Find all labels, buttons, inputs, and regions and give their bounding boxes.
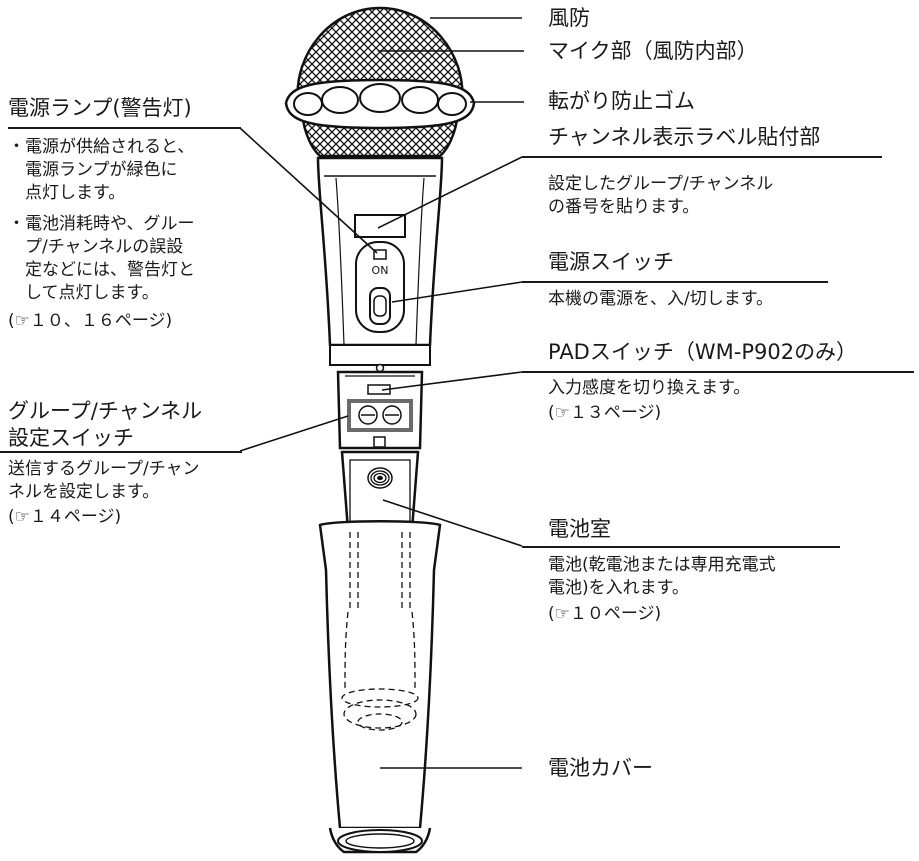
rule-power-switch bbox=[522, 281, 828, 283]
battery-spring bbox=[367, 467, 393, 489]
battery-compartment bbox=[340, 450, 420, 532]
leader-lines bbox=[239, 17, 524, 769]
desc-power-lamp-1: ・電源が供給されると、 電源ランプが緑色に 点灯します。 bbox=[8, 137, 195, 203]
battery-cover-hidden-lines bbox=[341, 532, 419, 731]
desc-power-lamp-2: ・電池消耗時や、グルー プ/チャンネルの誤設 定などには、警告灯と して点灯しま… bbox=[8, 214, 195, 303]
label-battery-cover: 電池カバー bbox=[548, 756, 653, 780]
ref-power-lamp: (☞１０、１６ページ) bbox=[8, 311, 173, 331]
windscreen-mesh bbox=[296, 6, 464, 102]
desc-battery-compartment: 電池(乾電池または専用充電式 電池)を入れます。 bbox=[548, 555, 776, 598]
label-power-switch: 電源スイッチ bbox=[548, 250, 674, 274]
ref-pad-switch: (☞１３ページ) bbox=[548, 403, 662, 423]
label-power-lamp: 電源ランプ(警告灯) bbox=[8, 96, 192, 120]
label-group-channel-switch: グループ/チャンネル 設定スイッチ bbox=[8, 399, 203, 450]
desc-pad-switch: 入力感度を切り換えます。 bbox=[548, 378, 751, 398]
label-windscreen: 風防 bbox=[548, 6, 590, 30]
desc-group-channel-switch: 送信するグループ/チャン ネルを設定します。 bbox=[8, 459, 200, 502]
group-channel-switch-panel bbox=[347, 399, 413, 432]
rule-battery-compartment bbox=[522, 546, 840, 548]
label-battery-compartment: 電池室 bbox=[548, 517, 611, 541]
rule-group-channel-switch bbox=[0, 451, 242, 453]
ref-battery-compartment: (☞１０ページ) bbox=[548, 604, 662, 624]
power-lamp bbox=[373, 249, 387, 260]
battery-cover bbox=[318, 520, 442, 830]
desc-channel-label-area: 設定したグループ/チャンネル の番号を貼ります。 bbox=[548, 174, 774, 217]
label-channel-label-area: チャンネル表示ラベル貼付部 bbox=[548, 125, 821, 149]
rule-pad-switch bbox=[522, 371, 914, 373]
label-mic-unit: マイク部（風防内部） bbox=[548, 39, 758, 63]
ref-group-channel-switch: (☞１４ページ) bbox=[8, 507, 122, 527]
rule-power-lamp bbox=[8, 127, 241, 129]
power-switch-knob bbox=[369, 287, 391, 325]
rule-channel-label-area bbox=[522, 156, 882, 158]
desc-power-switch: 本機の電源を、入/切します。 bbox=[548, 289, 774, 309]
label-pad-switch: PADスイッチ（WM-P902のみ） bbox=[548, 340, 858, 364]
anti-roll-rubber bbox=[284, 78, 476, 130]
collar bbox=[329, 344, 431, 366]
switch-on-label: ON bbox=[372, 264, 389, 277]
label-anti-roll-rubber: 転がり防止ゴム bbox=[548, 89, 695, 113]
